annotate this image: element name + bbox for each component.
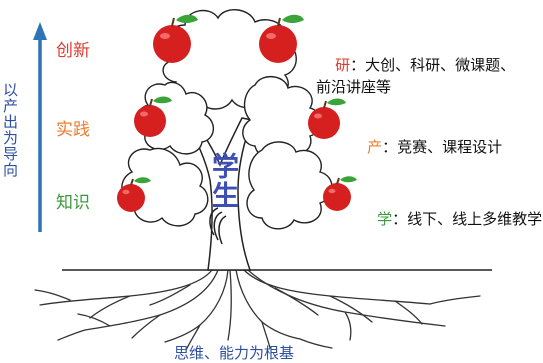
foliage-right-low bbox=[246, 141, 333, 230]
arrow-head bbox=[33, 22, 47, 40]
level-desc-text: ：竞赛、课程设计 bbox=[382, 138, 503, 156]
level-desc-text: ：大创、科研、微课题、 前沿讲座等 bbox=[316, 56, 516, 96]
level-label-practice: 实践 bbox=[56, 120, 90, 140]
foliage-left-low bbox=[121, 147, 209, 227]
trunk-label-student: 学生 bbox=[207, 152, 238, 210]
level-label-innovation: 创新 bbox=[56, 41, 90, 61]
level-desc-text: ：线下、线上多维教学 bbox=[392, 210, 543, 228]
level-desc-practice: 产：竞赛、课程设计 bbox=[348, 114, 502, 180]
apple-icon bbox=[308, 98, 346, 139]
roots-label: 思维、能力为根基 bbox=[174, 344, 295, 362]
apple-icon bbox=[323, 176, 357, 211]
level-desc-prefix: 产 bbox=[367, 138, 383, 156]
level-label-knowledge: 知识 bbox=[56, 193, 90, 213]
apple-icon bbox=[259, 14, 304, 63]
side-label: 以产出为导向 bbox=[3, 81, 20, 179]
apple-icon bbox=[117, 177, 151, 212]
trunk bbox=[184, 117, 254, 271]
level-desc-knowledge: 学：线下、线上多维教学 bbox=[358, 186, 542, 252]
level-desc-innovation: 研：大创、科研、微课题、 前沿讲座等 bbox=[316, 32, 515, 120]
level-desc-prefix: 学 bbox=[377, 210, 393, 228]
apple-icon bbox=[153, 14, 198, 63]
apples bbox=[117, 14, 357, 212]
foliage bbox=[121, 9, 333, 230]
roots bbox=[34, 269, 481, 351]
apple-icon bbox=[134, 96, 172, 137]
level-desc-prefix: 研 bbox=[335, 56, 351, 74]
